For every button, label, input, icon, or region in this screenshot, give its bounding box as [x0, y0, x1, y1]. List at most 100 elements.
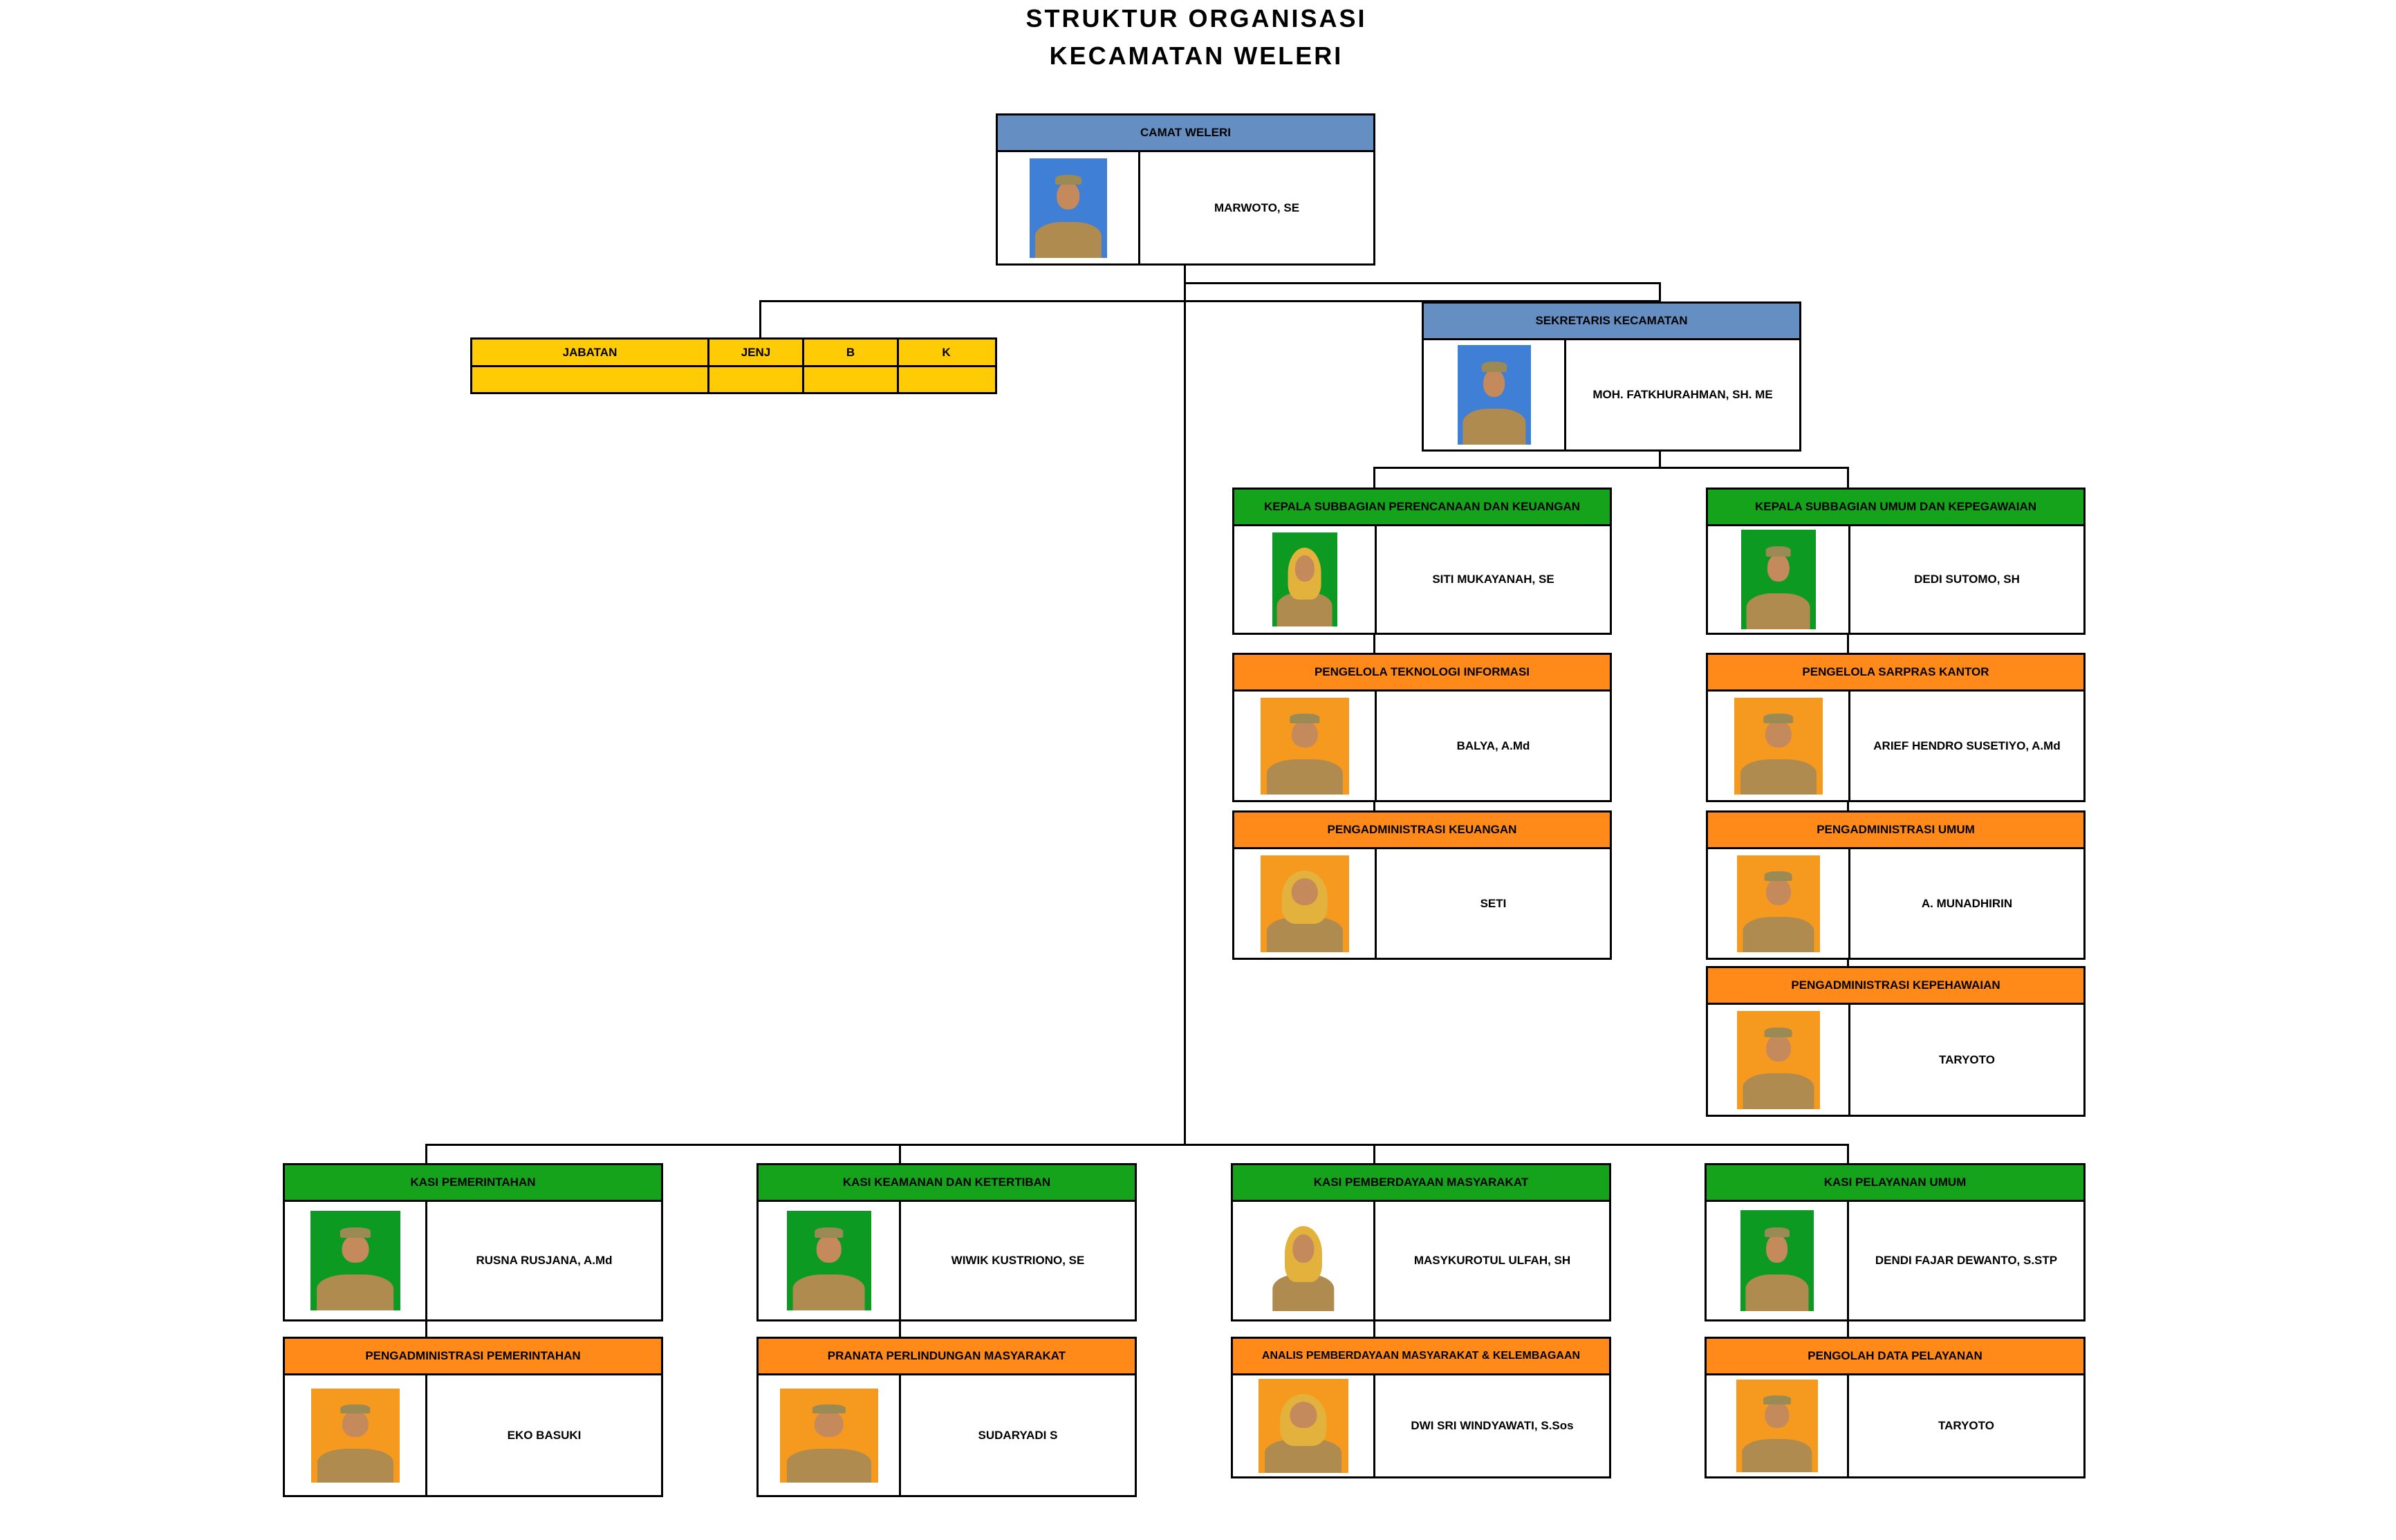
- connector-line: [1373, 467, 1849, 469]
- cap-shape: [814, 1227, 844, 1238]
- face-shape: [1291, 878, 1318, 906]
- man-photo-icon: [786, 1211, 871, 1310]
- connector-line: [1847, 467, 1849, 489]
- man-photo-icon: [1736, 1380, 1818, 1472]
- woman-photo-icon: [1260, 855, 1349, 952]
- face-shape: [1483, 369, 1505, 397]
- connector-line: [425, 1319, 427, 1337]
- adm-keu-box: PENGADMINISTRASI KEUANGAN SETI: [1232, 810, 1612, 960]
- position-title: KEPALA SUBBAGIAN UMUM DAN KEPEGAWAIAN: [1708, 490, 2083, 526]
- man-photo-icon: [310, 1388, 400, 1483]
- person-name: SETI: [1480, 896, 1507, 910]
- person-name: MASYKUROTUL ULFAH, SH: [1413, 1254, 1571, 1267]
- person-name: DENDI FAJAR DEWANTO, S.STP: [1875, 1254, 2058, 1267]
- connector-line: [899, 1319, 901, 1337]
- cap-shape: [812, 1404, 846, 1414]
- connector-line: [1847, 802, 1849, 812]
- man-photo-icon: [310, 1211, 400, 1310]
- person-name: SITI MUKAYANAH, SE: [1432, 573, 1554, 586]
- kasi-pmd-box: KASI PEMBERDAYAAN MASYARAKAT MASYKUROTUL…: [1231, 1163, 1611, 1321]
- person-name: DWI SRI WINDYAWATI, S.Sos: [1411, 1419, 1574, 1432]
- man-photo-icon: [779, 1388, 878, 1483]
- adm-kepeg-box: PENGADMINISTRASI KEPEHAWAIAN TARYOTO: [1706, 966, 2086, 1117]
- man-photo-icon: [1029, 158, 1107, 258]
- position-title: KEPALA SUBBAGIAN PERENCANAAN DAN KEUANGA…: [1234, 490, 1610, 526]
- camat-box: CAMAT WELERI MARWOTO, SE: [996, 113, 1375, 266]
- connector-line: [1184, 282, 1661, 284]
- connector-line: [1184, 266, 1186, 1146]
- legend-k: K: [942, 345, 951, 359]
- legend-jabatan: JABATAN: [562, 345, 617, 359]
- face-shape: [1765, 1234, 1788, 1263]
- pti-box: PENGELOLA TEKNOLOGI INFORMASI BALYA, A.M…: [1232, 653, 1612, 802]
- face-shape: [1294, 555, 1315, 582]
- cap-shape: [1289, 714, 1320, 724]
- face-shape: [1765, 721, 1792, 748]
- face-shape: [1765, 1034, 1791, 1062]
- chart-title: STRUKTUR ORGANISASI: [1025, 4, 1367, 33]
- connector-line: [1847, 1319, 1849, 1337]
- man-photo-icon: [1457, 345, 1531, 445]
- cap-shape: [340, 1227, 371, 1238]
- connector-line: [1847, 633, 1849, 653]
- person-name: TARYOTO: [1938, 1419, 1994, 1432]
- face-shape: [1767, 553, 1790, 582]
- connector-line: [425, 1144, 427, 1165]
- position-title: PENGADMINISTRASI KEUANGAN: [1234, 813, 1610, 849]
- connector-line: [1373, 467, 1375, 489]
- connector-line: [1373, 1144, 1375, 1165]
- position-title: CAMAT WELERI: [998, 115, 1373, 152]
- uniform-shape: [1034, 221, 1102, 258]
- uniform-shape: [792, 1274, 865, 1310]
- cap-shape: [1764, 1027, 1792, 1037]
- cap-shape: [1763, 1395, 1791, 1405]
- connector-line: [1373, 802, 1375, 812]
- face-shape: [342, 1234, 369, 1263]
- face-shape: [1056, 182, 1080, 210]
- man-photo-icon: [1740, 530, 1816, 629]
- pengolah-box: PENGOLAH DATA PELAYANAN TARYOTO: [1705, 1337, 2086, 1478]
- legend-jenj: JENJ: [741, 345, 771, 359]
- connector-line: [425, 1144, 1849, 1146]
- uniform-shape: [1742, 917, 1814, 952]
- uniform-shape: [1740, 759, 1817, 795]
- face-shape: [1764, 1402, 1790, 1428]
- person-name: ARIEF HENDRO SUSETIYO, A.Md: [1873, 739, 2061, 752]
- face-shape: [1292, 1234, 1315, 1263]
- sekcam-box: SEKRETARIS KECAMATAN MOH. FATKHURAHMAN, …: [1422, 301, 1801, 452]
- man-photo-icon: [1736, 1010, 1820, 1109]
- kasi-pem-box: KASI PEMERINTAHAN RUSNA RUSJANA, A.Md: [283, 1163, 663, 1321]
- position-title: PENGELOLA TEKNOLOGI INFORMASI: [1234, 655, 1610, 692]
- connector-line: [1373, 1319, 1375, 1337]
- face-shape: [1291, 721, 1318, 748]
- cap-shape: [1764, 1227, 1790, 1238]
- pranata-box: PRANATA PERLINDUNGAN MASYARAKAT SUDARYAD…: [756, 1337, 1137, 1497]
- man-photo-icon: [1734, 697, 1823, 795]
- man-photo-icon: [1736, 855, 1820, 952]
- woman-photo-icon: [1267, 1210, 1339, 1311]
- uniform-shape: [1741, 1438, 1812, 1472]
- position-title: PENGELOLA SARPRAS KANTOR: [1708, 655, 2083, 692]
- kasi-pel-box: KASI PELAYANAN UMUM DENDI FAJAR DEWANTO,…: [1705, 1163, 2086, 1321]
- position-title: PENGOLAH DATA PELAYANAN: [1707, 1339, 2083, 1375]
- uniform-shape: [1742, 1073, 1814, 1109]
- person-name: WIWIK KUSTRIONO, SE: [951, 1254, 1085, 1267]
- position-title: PRANATA PERLINDUNGAN MASYARAKAT: [759, 1339, 1135, 1375]
- face-shape: [1290, 1401, 1317, 1428]
- woman-photo-icon: [1272, 532, 1337, 627]
- ksb-keu-box: KEPALA SUBBAGIAN PERENCANAAN DAN KEUANGA…: [1232, 488, 1612, 635]
- position-title: SEKRETARIS KECAMATAN: [1424, 304, 1799, 340]
- position-title: KASI PEMERINTAHAN: [285, 1165, 661, 1202]
- position-title: PENGADMINISTRASI UMUM: [1708, 813, 2083, 849]
- person-name: A. MUNADHIRIN: [1921, 896, 2013, 910]
- cap-shape: [1763, 714, 1794, 724]
- chart-subtitle: KECAMATAN WELERI: [1049, 41, 1344, 70]
- person-name: BALYA, A.Md: [1456, 739, 1530, 752]
- connector-line: [1847, 1144, 1849, 1165]
- uniform-shape: [786, 1448, 871, 1483]
- person-name: RUSNA RUSJANA, A.Md: [476, 1254, 613, 1267]
- position-title: KASI KEAMANAN DAN KETERTIBAN: [759, 1165, 1135, 1202]
- cap-shape: [1481, 362, 1507, 372]
- woman-photo-icon: [1258, 1379, 1348, 1473]
